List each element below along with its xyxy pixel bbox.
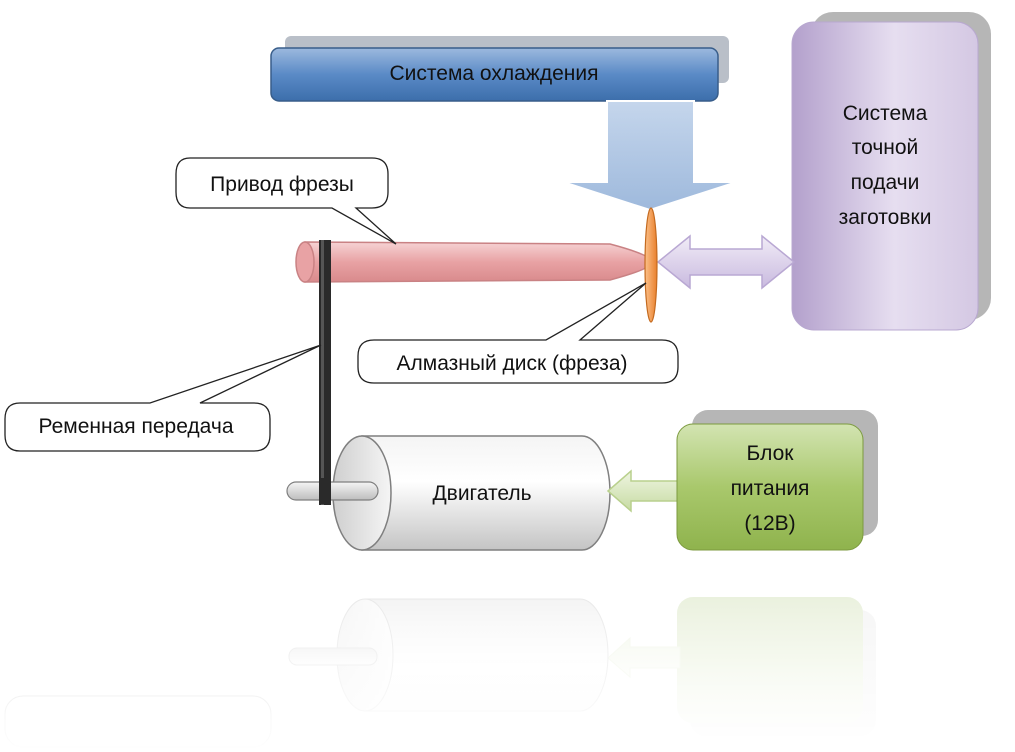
callout-belt: Ременная передача [4,344,322,452]
callout-drive: Привод фрезы [175,157,397,245]
feed-label-line1: Система [843,102,928,125]
belt-label: Ременная передача [39,415,234,438]
belt-transmission [319,240,331,505]
motor-label: Двигатель [432,482,531,505]
feed-arrow [656,234,796,290]
reflection-fade [0,580,1015,752]
motor-shaft [286,481,379,501]
power-arrow [606,469,681,513]
cooling-arrow [562,100,738,212]
feed-label-line4: заготовки [839,206,932,229]
disk-label: Алмазный диск (фреза) [397,352,628,375]
diamond-disk [644,207,658,323]
cooling-label: Система охлаждения [390,62,599,85]
power-label-line2: питания [731,477,810,500]
power-label-line1: Блок [747,442,795,465]
feed-label-line3: подачи [851,171,920,194]
feed-label-line2: точной [852,136,919,159]
power-supply: Блок питания (12В) [676,410,878,551]
motor: Двигатель [286,435,611,551]
feed-system: Система точной подачи заготовки [791,12,991,331]
callout-disk: Алмазный диск (фреза) [357,282,679,384]
spindle [295,241,652,283]
power-label-line3: (12В) [744,512,795,535]
cooling-system: Система охлаждения [270,36,729,102]
drive-label: Привод фрезы [210,173,354,196]
